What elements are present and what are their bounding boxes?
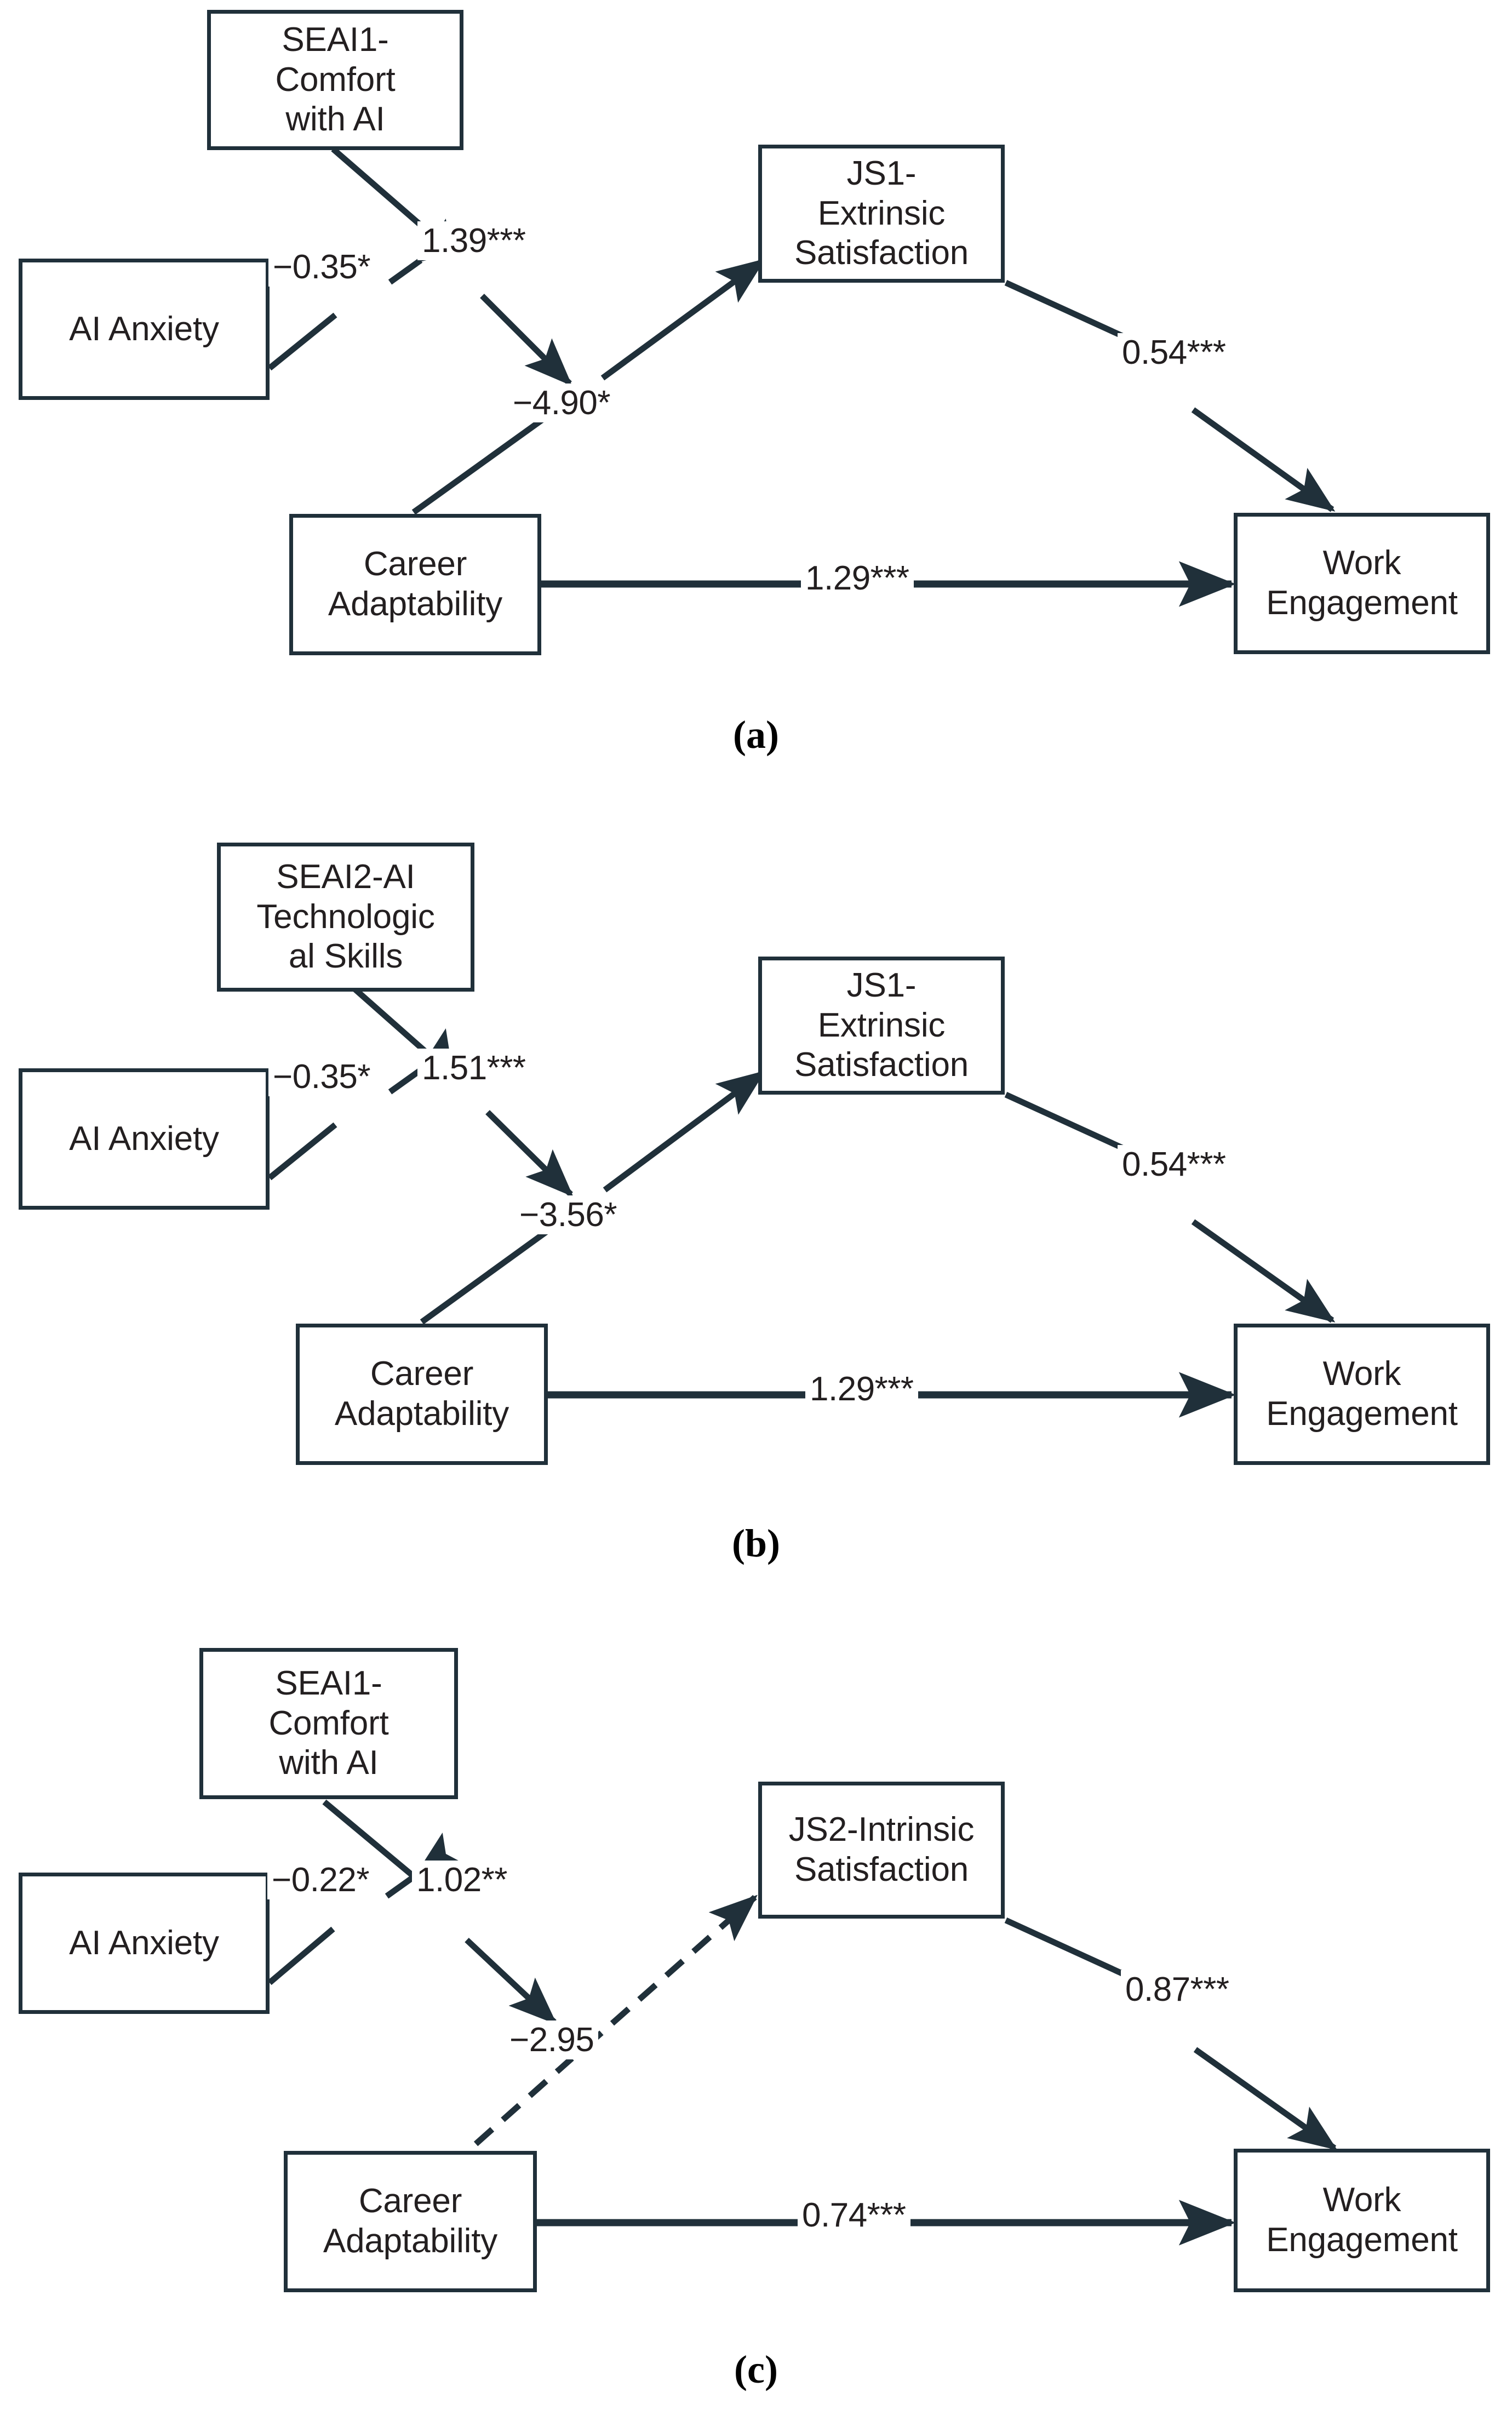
node-career-adaptability[interactable]: Career Adaptability: [284, 2151, 537, 2292]
coef-js1-to-engagement: 0.54***: [1118, 1145, 1230, 1184]
node-js1-extrinsic-satisfaction[interactable]: JS1- Extrinsic Satisfaction: [758, 145, 1005, 283]
node-ai-anxiety[interactable]: AI Anxiety: [19, 259, 270, 400]
node-career-adaptability[interactable]: Career Adaptability: [289, 514, 541, 655]
node-ai-anxiety[interactable]: AI Anxiety: [19, 1068, 270, 1210]
node-label: SEAI1- Comfort with AI: [268, 1664, 389, 1782]
node-label: Career Adaptability: [323, 2182, 498, 2260]
node-ai-anxiety[interactable]: AI Anxiety: [19, 1873, 270, 2014]
panel-b-caption: (b): [732, 1521, 780, 1565]
node-label: AI Anxiety: [69, 1924, 219, 1962]
coef-anxiety-to-seai1: −0.22*: [267, 1861, 374, 1899]
node-seai1-comfort-with-ai[interactable]: SEAI1- Comfort with AI: [207, 10, 463, 150]
coef-junction: −4.90*: [508, 383, 615, 422]
coef-anxiety-to-seai1: −0.35*: [268, 248, 375, 287]
node-label: Work Engagement: [1266, 2181, 1458, 2259]
coef-adaptability-to-engagement: 1.29***: [805, 1370, 918, 1409]
node-career-adaptability[interactable]: Career Adaptability: [296, 1324, 548, 1465]
coef-adaptability-to-engagement: 0.74***: [798, 2196, 910, 2235]
panel-a: SEAI1- Comfort with AI AI Anxiety Career…: [0, 0, 1512, 811]
coef-junction: −2.95: [505, 2020, 599, 2059]
node-label: JS2-Intrinsic Satisfaction: [788, 1811, 975, 1888]
node-js2-intrinsic-satisfaction[interactable]: JS2-Intrinsic Satisfaction: [758, 1782, 1005, 1919]
node-label: Work Engagement: [1266, 1355, 1458, 1433]
coef-seai2-to-junction: 1.51***: [417, 1049, 530, 1087]
coef-anxiety-to-seai2: −0.35*: [268, 1057, 375, 1096]
panel-b: SEAI2-AI Technologic al Skills AI Anxiet…: [0, 810, 1512, 1621]
node-label: AI Anxiety: [69, 310, 219, 348]
coef-seai1-to-junction: 1.02**: [412, 1861, 512, 1899]
node-label: Career Adaptability: [328, 545, 503, 623]
panel-c: SEAI1- Comfort with AI AI Anxiety Career…: [0, 1619, 1512, 2427]
panel-c-caption: (c): [734, 2348, 778, 2391]
node-seai1-comfort-with-ai[interactable]: SEAI1- Comfort with AI: [199, 1648, 458, 1799]
coef-junction: −3.56*: [515, 1195, 622, 1234]
coef-adaptability-to-engagement: 1.29***: [801, 559, 914, 598]
node-seai2-ai-technological-skills[interactable]: SEAI2-AI Technologic al Skills: [217, 843, 474, 992]
node-label: AI Anxiety: [69, 1119, 219, 1158]
panel-a-caption: (a): [733, 713, 779, 757]
node-work-engagement[interactable]: Work Engagement: [1234, 513, 1490, 654]
node-work-engagement[interactable]: Work Engagement: [1234, 1324, 1490, 1465]
node-label: SEAI2-AI Technologic al Skills: [256, 858, 435, 976]
node-work-engagement[interactable]: Work Engagement: [1234, 2149, 1490, 2292]
coef-seai1-to-junction: 1.39***: [417, 221, 530, 260]
node-label: Career Adaptability: [334, 1355, 509, 1433]
node-label: JS1- Extrinsic Satisfaction: [794, 154, 969, 272]
coef-js2-to-engagement: 0.87***: [1121, 1970, 1234, 2009]
node-label: SEAI1- Comfort with AI: [275, 21, 396, 139]
coef-js1-to-engagement: 0.54***: [1118, 333, 1230, 372]
node-label: JS1- Extrinsic Satisfaction: [794, 966, 969, 1084]
node-js1-extrinsic-satisfaction[interactable]: JS1- Extrinsic Satisfaction: [758, 957, 1005, 1095]
node-label: Work Engagement: [1266, 544, 1458, 622]
